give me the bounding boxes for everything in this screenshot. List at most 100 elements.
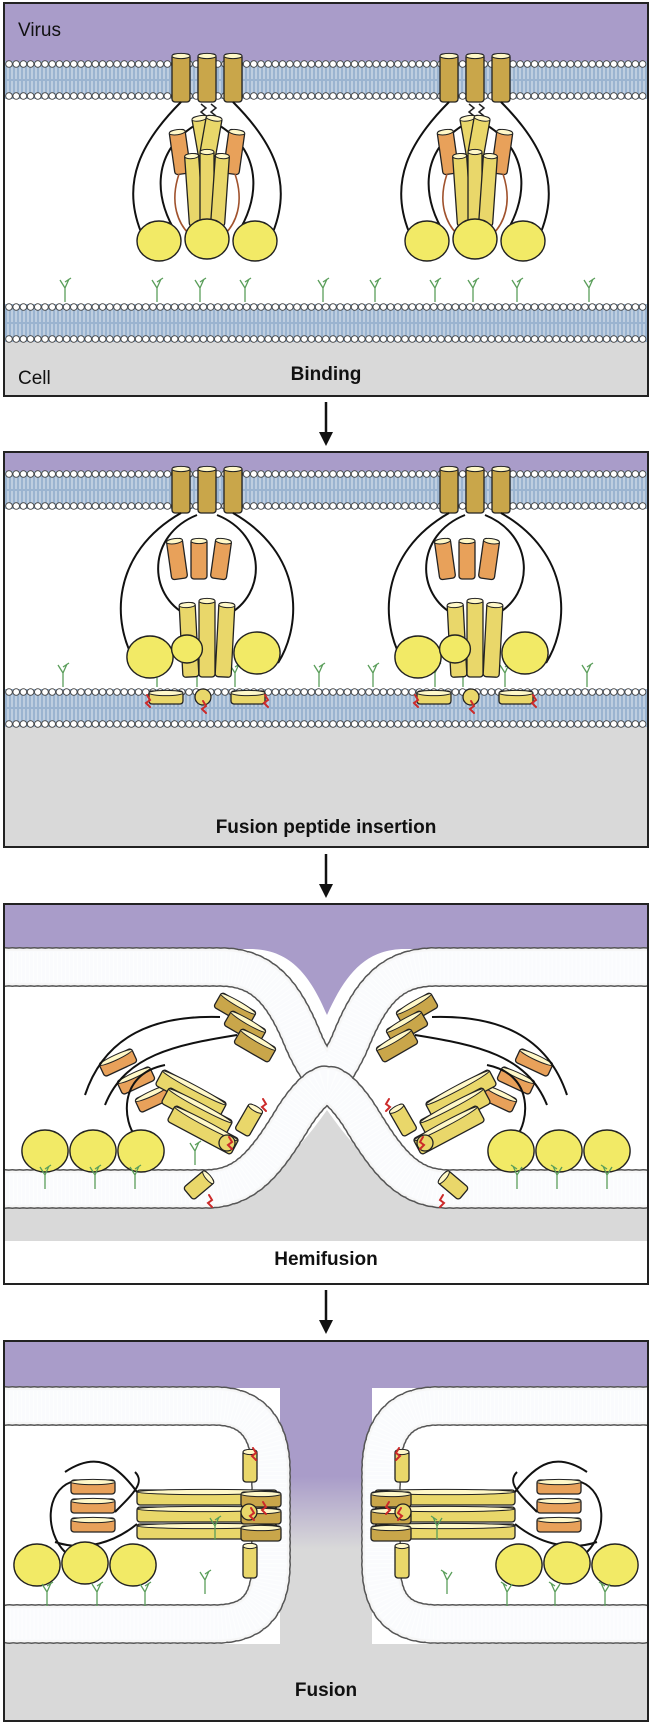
glycan-receptor bbox=[583, 277, 596, 302]
fusion-protein-trimer bbox=[387, 465, 563, 714]
glycan-receptor bbox=[511, 277, 524, 302]
linker-loop bbox=[500, 512, 563, 664]
helix-cylinder bbox=[458, 537, 476, 580]
linker-loop bbox=[199, 103, 218, 117]
fusion-peptide bbox=[144, 694, 152, 708]
stage-caption-binding: Binding bbox=[290, 364, 362, 385]
fusion-peptide bbox=[468, 700, 476, 714]
globular-head bbox=[232, 220, 278, 262]
fusion-protein-trimer-left bbox=[21, 992, 277, 1208]
helix-cylinder bbox=[434, 537, 456, 581]
globular-head bbox=[117, 1129, 165, 1173]
transmembrane-helix bbox=[197, 465, 217, 514]
fusion-peptide bbox=[260, 1098, 268, 1112]
glycan-receptor bbox=[499, 662, 512, 687]
transmembrane-helix bbox=[465, 52, 485, 103]
glycan-receptor bbox=[317, 277, 330, 302]
cell-label: Cell bbox=[18, 368, 51, 389]
helix-cylinder bbox=[161, 1087, 233, 1137]
glycan-receptor bbox=[598, 1581, 611, 1606]
glycan-receptor bbox=[229, 662, 242, 687]
globular-head bbox=[495, 1543, 543, 1587]
fusion-peptide bbox=[530, 694, 538, 708]
helix-cylinder bbox=[536, 1516, 582, 1533]
fusion-protein-trimer bbox=[119, 465, 295, 714]
glycan-receptor bbox=[199, 1569, 212, 1594]
helix-cylinder bbox=[536, 1497, 582, 1514]
cell-interior bbox=[5, 727, 647, 846]
globular-head bbox=[487, 1129, 535, 1173]
glycan-receptor bbox=[239, 277, 252, 302]
helix-cylinder bbox=[214, 601, 236, 678]
helix-cylinder bbox=[478, 152, 498, 227]
transmembrane-helix bbox=[171, 465, 191, 514]
cell-membrane bbox=[5, 688, 647, 728]
glycan-receptor bbox=[139, 1581, 152, 1606]
glycan-receptor bbox=[39, 1164, 52, 1189]
fusion-protein-trimer-left bbox=[13, 1447, 282, 1606]
transmembrane-helix bbox=[465, 465, 485, 514]
cell-interior bbox=[5, 342, 647, 395]
fusion-protein-trimer bbox=[132, 52, 282, 262]
helix-cylinder bbox=[388, 1103, 417, 1137]
helix-cylinder bbox=[242, 1542, 258, 1579]
glycan-receptor bbox=[430, 1515, 443, 1540]
linker-loop bbox=[467, 103, 486, 117]
linker-loop bbox=[414, 1015, 568, 1136]
helix-cylinder bbox=[134, 1084, 174, 1113]
helix-cylinder bbox=[498, 689, 534, 705]
transmembrane-helix bbox=[171, 52, 191, 103]
panel-hemifusion: Hemifusion bbox=[3, 903, 649, 1285]
glycan-receptor bbox=[600, 1164, 613, 1189]
cell-membrane bbox=[5, 1064, 647, 1209]
globular-head bbox=[438, 634, 472, 664]
glycan-receptor bbox=[367, 662, 380, 687]
fusion-peptide bbox=[438, 1194, 446, 1208]
globular-head bbox=[394, 635, 442, 679]
fusion-peptide bbox=[396, 1507, 404, 1521]
cell-interior bbox=[5, 1644, 647, 1720]
linker-loop bbox=[425, 514, 466, 616]
cell-membrane bbox=[5, 303, 647, 343]
glycan-receptor bbox=[209, 1515, 222, 1540]
fusion-peptide bbox=[206, 1194, 214, 1208]
linker-loop bbox=[132, 101, 182, 233]
globular-head bbox=[543, 1541, 591, 1585]
transmembrane-helix bbox=[370, 1524, 412, 1542]
glycan-receptor bbox=[440, 1569, 453, 1594]
hemifusion-illustration bbox=[5, 905, 647, 1241]
panel-fusion-peptide-insertion: Fusion peptide insertion bbox=[3, 451, 649, 848]
virus-label: Virus bbox=[18, 20, 61, 41]
stage-caption-fusion: Fusion bbox=[294, 1680, 358, 1701]
viral-membrane bbox=[5, 60, 647, 100]
transmembrane-helix bbox=[439, 52, 459, 103]
fusion-peptide bbox=[394, 1447, 402, 1461]
fusion-peptide bbox=[412, 694, 420, 708]
down-arrow-icon bbox=[319, 402, 333, 446]
globular-head bbox=[136, 220, 182, 262]
helix-cylinder bbox=[70, 1516, 116, 1533]
transmembrane-helix bbox=[223, 465, 243, 514]
helix-cylinder bbox=[194, 688, 212, 706]
fusion-peptide bbox=[226, 1136, 234, 1150]
stage-caption-hemifusion: Hemifusion bbox=[274, 1249, 378, 1270]
linker-loop bbox=[49, 1460, 140, 1553]
globular-head bbox=[404, 220, 450, 262]
binding-illustration bbox=[5, 4, 647, 395]
virus-interior bbox=[5, 4, 647, 62]
fusion-pore bbox=[280, 1382, 372, 1652]
helix-cylinder bbox=[452, 152, 472, 227]
helix-cylinder bbox=[462, 688, 480, 706]
fusion-peptide bbox=[260, 1501, 268, 1515]
helix-cylinder bbox=[166, 537, 188, 581]
linker-loop bbox=[232, 512, 295, 664]
fusion-illustration bbox=[5, 1342, 647, 1720]
glycan-receptor bbox=[194, 277, 207, 302]
helix-cylinder bbox=[240, 1503, 258, 1521]
panel-fusion: Fusion bbox=[3, 1340, 649, 1722]
helix-cylinder bbox=[425, 1069, 497, 1119]
glycan-receptor bbox=[151, 277, 164, 302]
glycan-receptor bbox=[313, 662, 326, 687]
helix-cylinder bbox=[70, 1497, 116, 1514]
globular-head bbox=[170, 634, 204, 664]
